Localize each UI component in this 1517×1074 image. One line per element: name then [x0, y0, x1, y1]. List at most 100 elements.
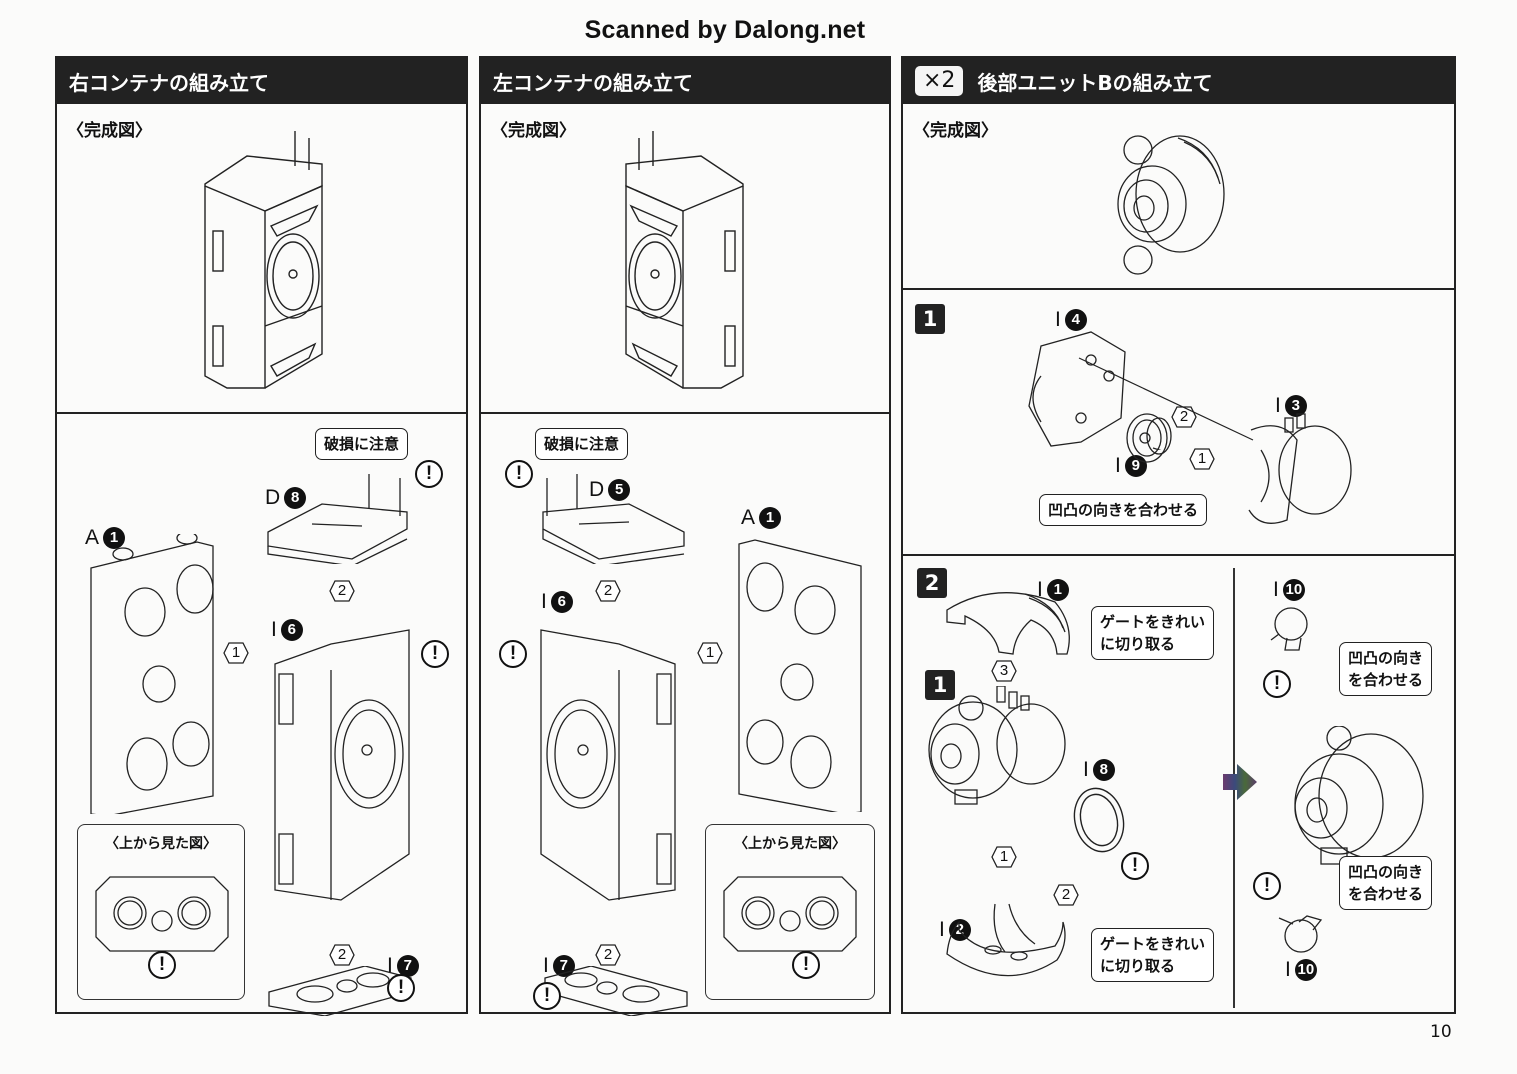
- align-callout: 凹凸の向き を合わせる: [1339, 642, 1433, 696]
- runner-letter: I: [271, 618, 277, 641]
- container-illustration: [625, 131, 744, 389]
- runner-letter: I: [1115, 454, 1121, 477]
- gate-trim-callout: ゲートをきれい に切り取る: [1091, 928, 1215, 982]
- pod-top-illustration: [1270, 607, 1308, 651]
- warning-icon: !: [1263, 670, 1291, 698]
- runner-letter: I: [1037, 578, 1043, 601]
- warning-icon: !: [505, 460, 533, 488]
- bottom-cap-illustration: [946, 903, 1066, 977]
- step-1: 1 I 4 2 I 9: [903, 288, 1454, 554]
- warning-icon: !: [792, 951, 820, 979]
- part-number: 1: [103, 527, 126, 549]
- top-view-inset: 〈上から見た図〉 !: [77, 824, 245, 1000]
- container-body-illustration: [274, 629, 410, 901]
- part-label-i6: I 6: [541, 590, 573, 614]
- damage-caution-callout: 破損に注意: [315, 428, 409, 460]
- top-view-inset: 〈上から見た図〉 !: [705, 824, 875, 1000]
- rear-unit-result-illustration: [1294, 726, 1424, 865]
- part-number: 1: [759, 507, 782, 529]
- step-order-2: 2: [329, 944, 355, 966]
- runner-letter: A: [85, 526, 100, 549]
- part-number: 6: [550, 591, 573, 613]
- part-label-a1: A 1: [85, 526, 126, 550]
- part-label-i7: I 7: [387, 954, 419, 978]
- base-plate-illustration: [544, 966, 688, 1016]
- part-number: 8: [1092, 759, 1115, 781]
- part-label-i10-top: I 10: [1273, 578, 1305, 602]
- align-callout: 凹凸の向き を合わせる: [1339, 856, 1433, 910]
- step-order-2: 2: [1053, 884, 1079, 906]
- part-label-i4: I 4: [1055, 308, 1087, 332]
- gate-trim-callout: ゲートをきれい に切り取る: [1091, 606, 1215, 660]
- runner-letter: I: [1275, 394, 1281, 417]
- step-order-1: 1: [697, 642, 723, 664]
- assembly-view: 破損に注意 ! D 8 2 A 1: [57, 412, 466, 1016]
- completed-label: 〈完成図〉: [913, 121, 998, 141]
- quantity-badge: ×2: [915, 66, 964, 96]
- frame-part-illustration: [1028, 331, 1126, 447]
- part-number: 4: [1064, 309, 1087, 331]
- container-body-illustration: [540, 629, 676, 901]
- part-label-d8: D 8: [265, 486, 307, 510]
- ring-part-illustration: [1073, 787, 1125, 853]
- part-number: 6: [280, 619, 303, 641]
- step-order-3: 3: [991, 660, 1017, 682]
- part-number: 10: [1282, 579, 1305, 601]
- runner-letter: I: [541, 590, 547, 613]
- page-number: 10: [1430, 1022, 1452, 1042]
- container-illustration: [204, 131, 323, 389]
- warning-icon: !: [415, 460, 443, 488]
- step-order-2: 2: [595, 944, 621, 966]
- top-view-title: 〈上から見た図〉: [105, 836, 217, 852]
- subassembly-illustration: [928, 686, 1066, 805]
- step-number: 2: [917, 568, 947, 598]
- warning-icon: !: [148, 951, 176, 979]
- section-title: 右コンテナの組み立て: [57, 58, 466, 104]
- runner-letter: A: [741, 506, 756, 529]
- damage-caution-callout: 破損に注意: [535, 428, 629, 460]
- warning-icon: !: [421, 640, 449, 668]
- part-label-i2: I 2: [939, 918, 971, 942]
- runner-letter: I: [1273, 578, 1279, 601]
- runner-letter: I: [1285, 958, 1291, 981]
- top-view-illustration: [95, 876, 229, 952]
- top-cap-illustration: [946, 592, 1070, 655]
- part-number: 8: [284, 487, 307, 509]
- warning-icon: !: [533, 982, 561, 1010]
- antenna-plate-illustration: [267, 474, 408, 564]
- reference-step-number: 1: [925, 670, 955, 700]
- part-number: 3: [1284, 395, 1307, 417]
- part-label-d5: D 5: [589, 478, 631, 502]
- part-label-i8: I 8: [1083, 758, 1115, 782]
- completed-view: 〈完成図〉: [57, 104, 466, 412]
- antenna-plate-illustration: [542, 474, 685, 564]
- step-order-2: 2: [595, 580, 621, 602]
- warning-icon: !: [387, 974, 415, 1002]
- align-callout: 凹凸の向きを合わせる: [1039, 494, 1208, 526]
- step-2: 2 I 1 ゲートをきれい に切り取る 3 1: [903, 554, 1454, 1016]
- top-view-illustration: [723, 876, 857, 952]
- part-label-i6: I 6: [271, 618, 303, 642]
- side-panel-illustration: [738, 539, 862, 812]
- shell-part-illustration: [1248, 413, 1352, 524]
- section-right-container: 右コンテナの組み立て 〈完成図〉 破損に注意 ! D 8: [55, 56, 468, 1016]
- part-label-i10-bottom: I 10: [1285, 958, 1317, 982]
- step-order-2: 2: [329, 580, 355, 602]
- lens-part-illustration: [1126, 413, 1172, 463]
- completed-label: 〈完成図〉: [491, 121, 576, 141]
- runner-letter: I: [1083, 758, 1089, 781]
- warning-icon: !: [1253, 872, 1281, 900]
- step-order-1: 1: [223, 642, 249, 664]
- part-label-i3: I 3: [1275, 394, 1307, 418]
- assembly-arrows: [1078, 357, 1254, 450]
- top-view-title: 〈上から見た図〉: [734, 836, 846, 852]
- rear-unit-illustration: [1117, 135, 1225, 275]
- side-panel-illustration: [90, 534, 214, 814]
- section-title: 左コンテナの組み立て: [481, 58, 889, 104]
- pod-bottom-illustration: [1278, 915, 1323, 953]
- runner-letter: I: [387, 954, 393, 977]
- part-number: 1: [1046, 579, 1069, 601]
- part-number: 5: [608, 479, 631, 501]
- part-number: 2: [948, 919, 971, 941]
- runner-letter: I: [939, 918, 945, 941]
